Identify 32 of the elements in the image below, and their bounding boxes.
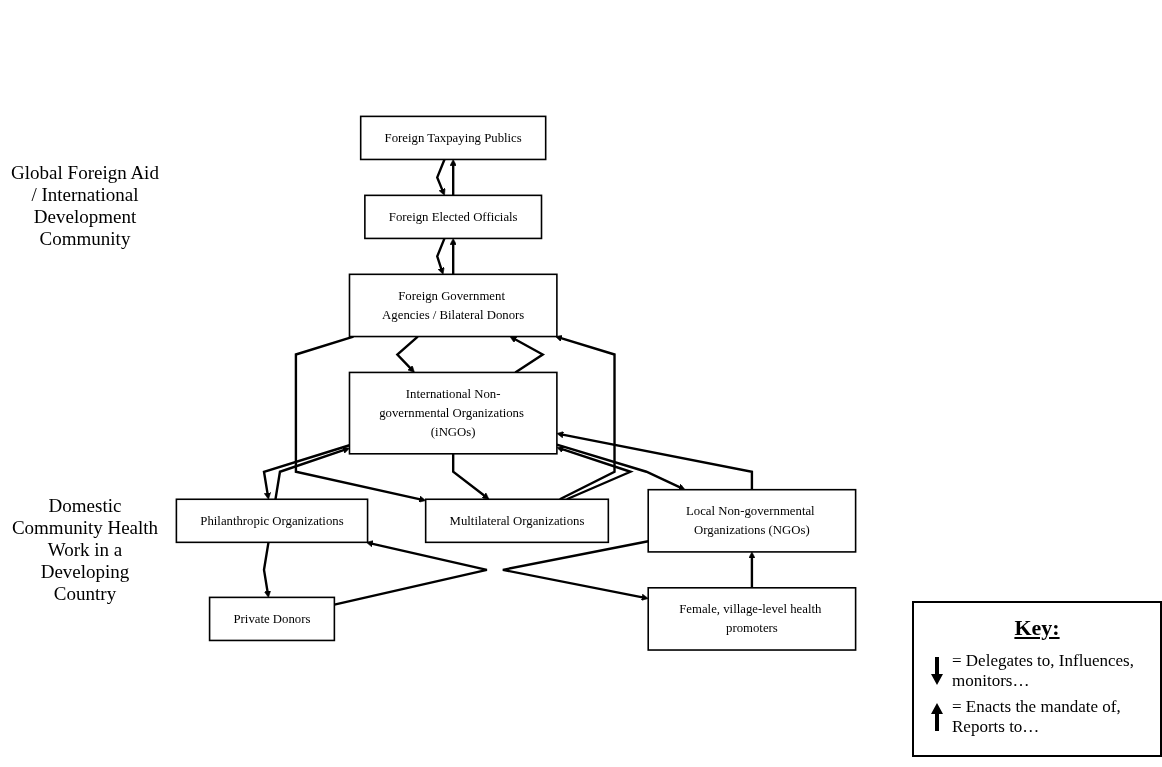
- node-box: International Non-governmental Organizations (iNGOs): [348, 371, 558, 455]
- arrow: [294, 335, 426, 503]
- arrow: [509, 336, 546, 374]
- arrow: [262, 542, 271, 598]
- arrow: [555, 335, 616, 501]
- node-box: Foreign Taxpaying Publics: [359, 115, 547, 161]
- node-box: Private Donors: [208, 596, 336, 642]
- arrow: [501, 540, 649, 601]
- arrow: [452, 454, 490, 500]
- node-box: Local Non-governmental Organizations (NGOs): [647, 489, 857, 553]
- node-box: Foreign Government Agencies / Bilateral Donors: [348, 273, 558, 338]
- arrow: [395, 335, 419, 374]
- arrow: [556, 443, 686, 491]
- arrow: [435, 159, 446, 196]
- arrow: [334, 540, 489, 607]
- key-heading: Key:: [1013, 615, 1061, 641]
- legend-text: = Delegates to, Influences, monitors…: [952, 651, 1135, 691]
- arrow: [435, 238, 446, 275]
- legend-text: = Enacts the mandate of, Reports to…: [952, 697, 1122, 737]
- group-label: Global Foreign Aid / International Development Community: [10, 162, 160, 251]
- node-box: Female, village-level health promoters: [647, 587, 857, 652]
- arrow: [556, 446, 634, 501]
- arrow: [748, 551, 756, 589]
- arrow: [449, 159, 457, 196]
- node-box: Multilateral Organizations: [424, 498, 610, 544]
- node-box: Philanthropic Organizations: [175, 498, 369, 544]
- arrow: [556, 431, 754, 490]
- node-box: Foreign Elected Officials: [364, 194, 543, 240]
- arrow: [262, 444, 350, 500]
- arrow: [274, 447, 350, 500]
- group-label: Domestic Community Health Work in a Developing Country: [10, 494, 160, 605]
- arrow: [449, 238, 457, 275]
